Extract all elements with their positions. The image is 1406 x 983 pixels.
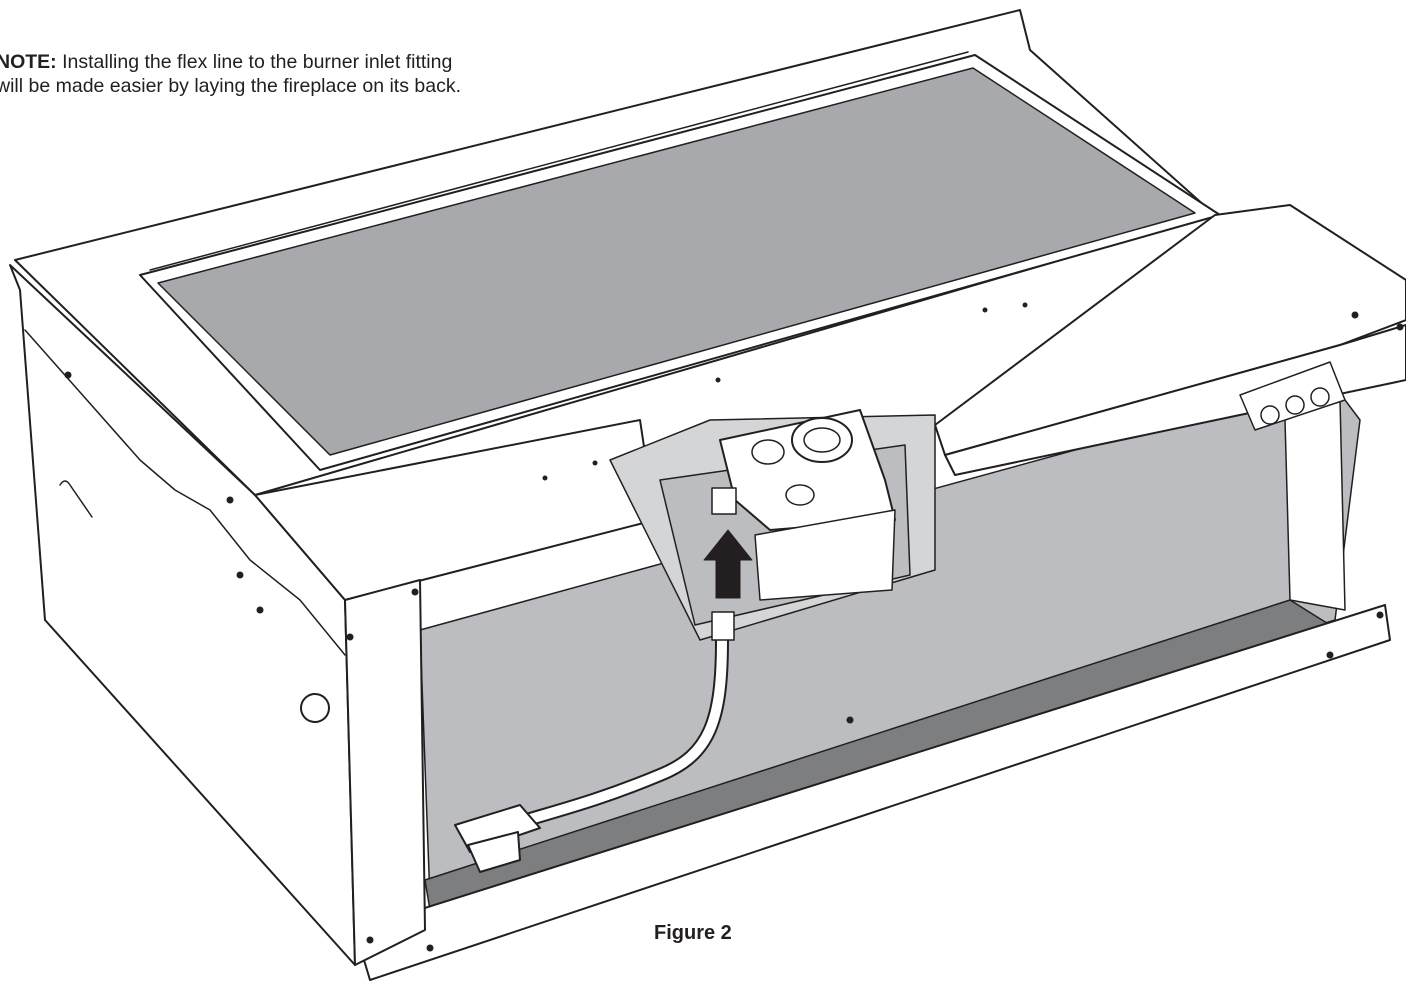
install-direction-arrow: [703, 529, 753, 599]
glass-surface: [157, 67, 1196, 456]
shutoff-valve: [454, 804, 541, 853]
fastener-screws: [64, 302, 1404, 952]
figure-caption: Figure 2: [654, 922, 732, 944]
note-label: NOTE:: [0, 51, 57, 73]
left-front-post: [344, 579, 426, 966]
gas-access-hole: [300, 693, 330, 723]
right-front-panel: [944, 324, 1406, 476]
installation-note: NOTE: Installing the flex line to the bu…: [0, 50, 466, 98]
top-right-deck: [934, 204, 1406, 456]
inlet-fitting: [711, 487, 737, 515]
right-side-wall: [1284, 399, 1346, 611]
note-text: Installing the flex line to the burner i…: [0, 51, 461, 97]
front-bottom-rail: [354, 604, 1391, 981]
valve-base-box: [754, 509, 896, 601]
flex-line-nut-top: [711, 611, 735, 641]
